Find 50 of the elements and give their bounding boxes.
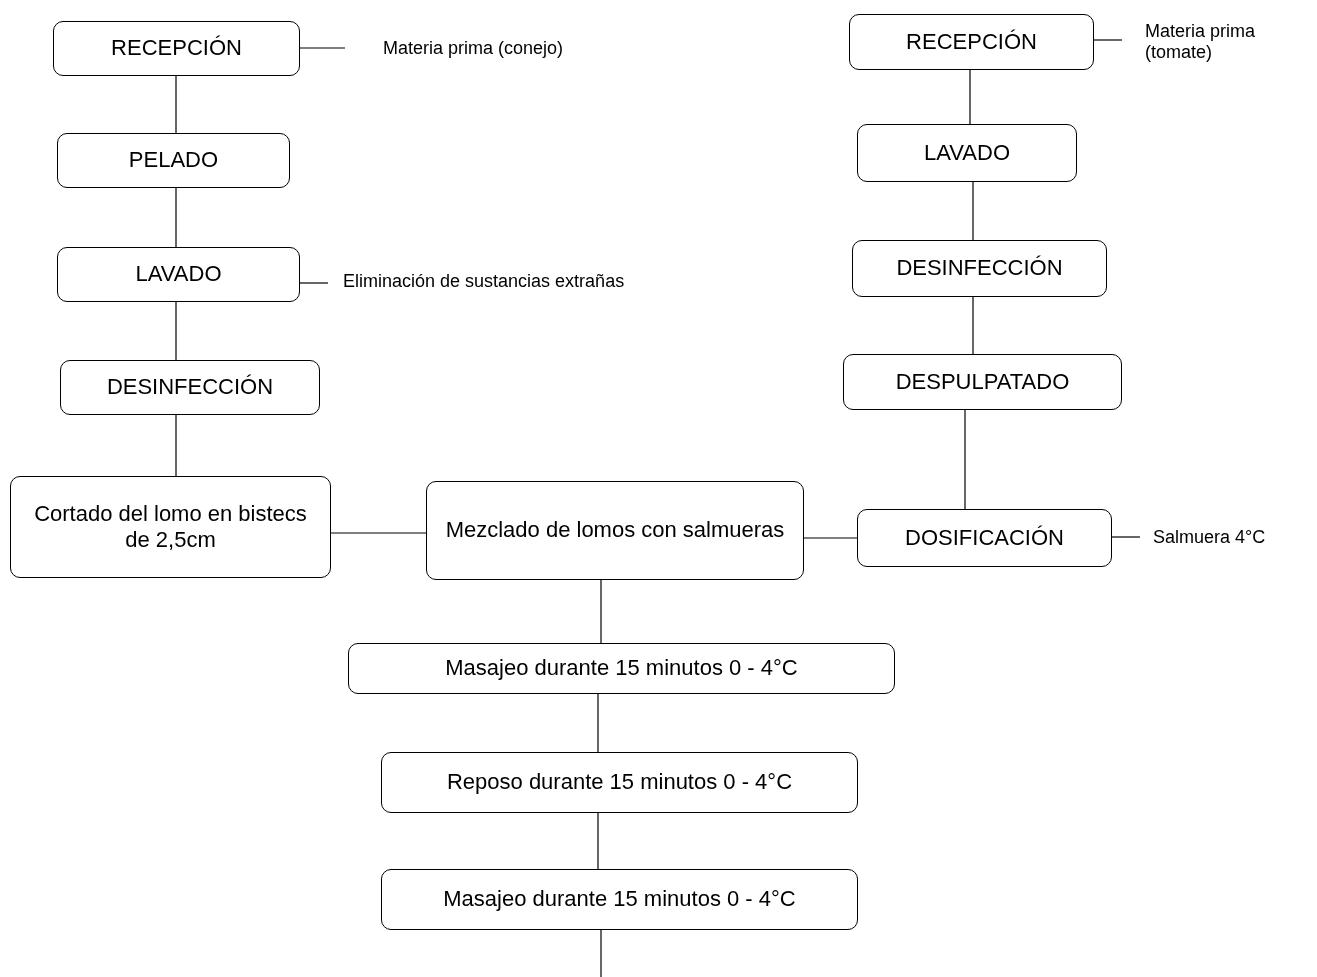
- process-box: [852, 240, 1107, 297]
- process-box: [10, 476, 331, 578]
- connector-line: [175, 75, 177, 134]
- leader-line: [1093, 39, 1123, 41]
- connector-line: [175, 187, 177, 248]
- step-label: DESPULPATADO: [895, 368, 1070, 396]
- step-label: PELADO: [128, 147, 219, 174]
- process-box: [57, 247, 300, 302]
- process-box: [426, 481, 804, 580]
- connector-line: [972, 181, 974, 241]
- step-label: Reposo durante 15 minutos 0 - 4°C: [446, 769, 793, 796]
- leader-line: [299, 47, 346, 49]
- connector-line: [330, 532, 427, 534]
- step-label: Mezclado de lomos con salmueras: [445, 517, 785, 544]
- process-box: [381, 869, 858, 930]
- connector-line: [175, 301, 177, 361]
- step-label: Cortado del lomo en bistecs de 2,5cm: [33, 500, 308, 554]
- connector-line: [969, 69, 971, 125]
- process-box: [381, 752, 858, 813]
- connector-line: [600, 579, 602, 644]
- process-box: [348, 643, 895, 694]
- note-text: Eliminación de sustancias extrañas: [328, 265, 728, 297]
- step-label: LAVADO: [135, 261, 222, 288]
- process-box: [60, 360, 320, 415]
- leader-line: [1111, 536, 1141, 538]
- process-box: [857, 509, 1112, 567]
- connector-line: [964, 409, 966, 510]
- connector-line: [175, 414, 177, 477]
- connector-line: [803, 537, 858, 539]
- step-label: DESINFECCIÓN: [106, 374, 274, 401]
- note-text: Materia prima (conejo): [345, 30, 645, 66]
- connector-line: [597, 812, 599, 870]
- leader-line: [299, 282, 329, 284]
- step-label: Masajeo durante 15 minutos 0 - 4°C: [443, 886, 796, 913]
- note-text: Materia prima (tomate): [1122, 16, 1307, 68]
- step-label: LAVADO: [924, 139, 1010, 167]
- note-text: Salmuera 4°C: [1140, 521, 1315, 553]
- process-box: [57, 133, 290, 188]
- step-label: DOSIFICACIÓN: [905, 524, 1064, 552]
- step-label: Masajeo durante 15 minutos 0 - 4°C: [445, 655, 798, 682]
- step-label: RECEPCIÓN: [111, 35, 242, 62]
- process-box: [849, 14, 1094, 70]
- step-label: RECEPCIÓN: [906, 28, 1037, 56]
- process-box: [843, 354, 1122, 410]
- process-box: [857, 124, 1077, 182]
- connector-line: [972, 296, 974, 355]
- process-box: [53, 21, 300, 76]
- connector-line: [597, 693, 599, 753]
- connector-line: [600, 929, 602, 977]
- step-label: DESINFECCIÓN: [896, 255, 1063, 282]
